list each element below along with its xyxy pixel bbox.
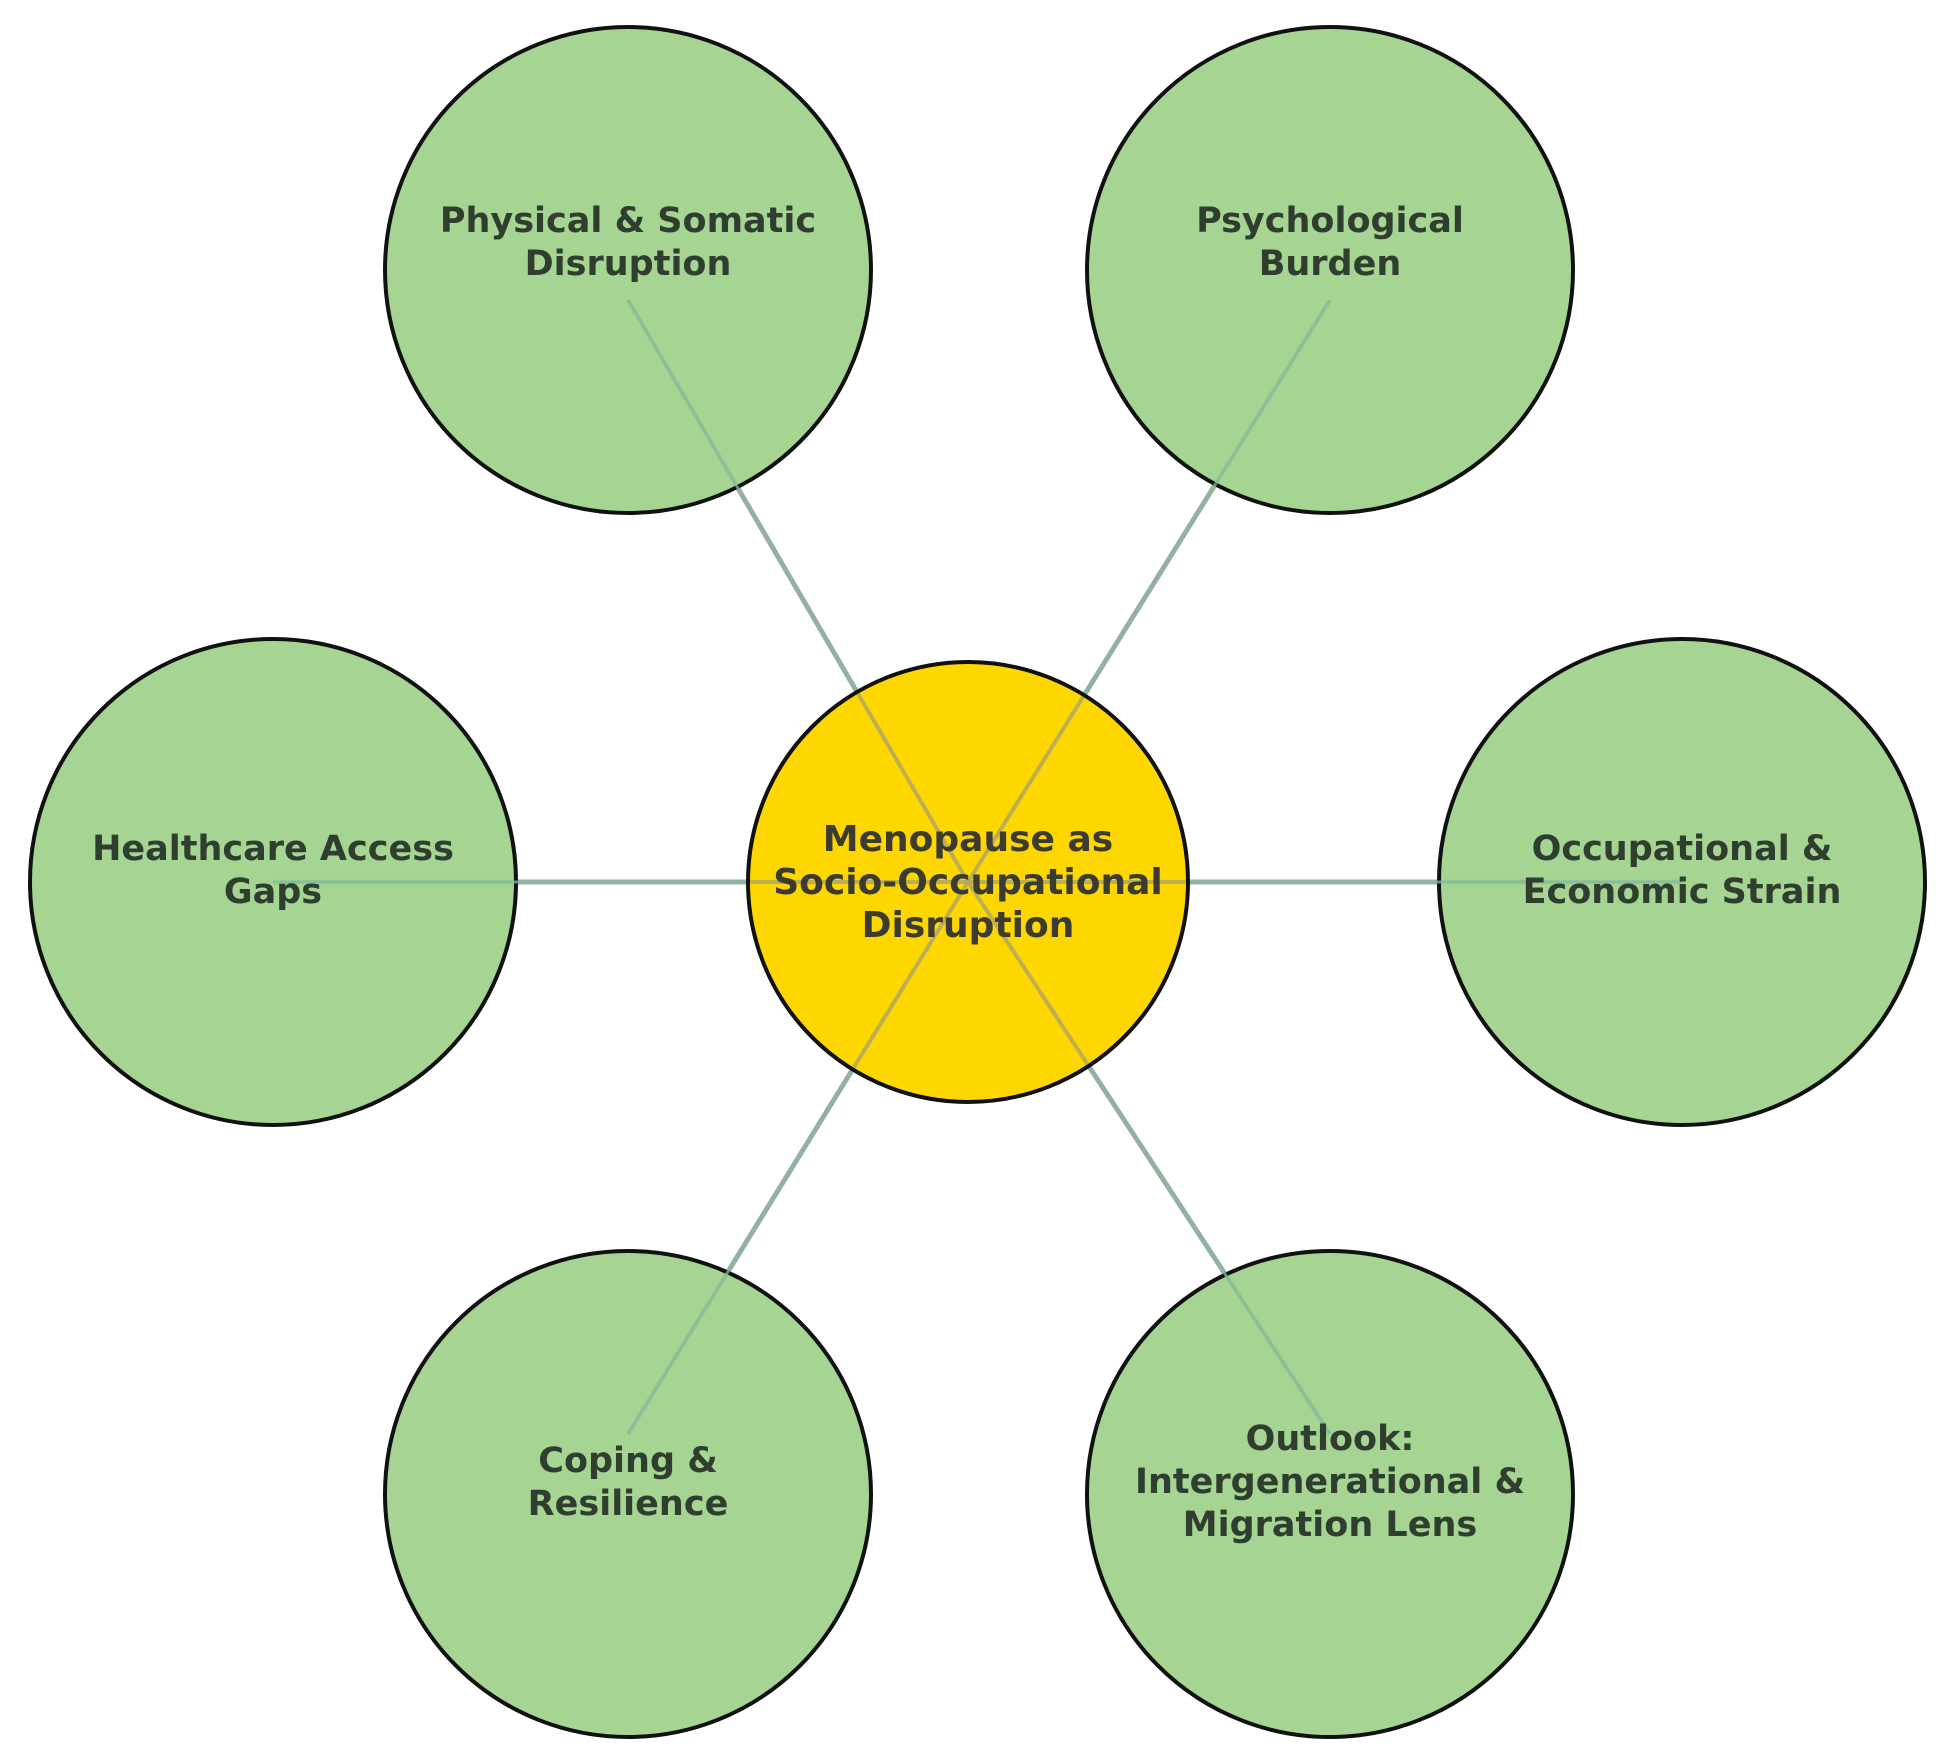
node-label-line: Migration Lens: [1183, 1505, 1477, 1545]
node-label-line: Economic Strain: [1523, 872, 1842, 912]
center-connector-physical: [750, 664, 970, 884]
center-connector-outlook: [966, 880, 1186, 1100]
node-circle-outlook: [1085, 1249, 1575, 1739]
node-label-line: Burden: [1259, 244, 1402, 284]
center-connector-coping: [750, 880, 970, 1100]
center-label-line: Disruption: [862, 905, 1075, 946]
node-label-line: Resilience: [528, 1484, 729, 1524]
node-label-occupational: Occupational &Economic Strain: [1523, 829, 1842, 912]
center-label-line: Menopause as: [823, 819, 1113, 860]
center-label-line: Socio-Occupational: [773, 862, 1163, 903]
node-label-line: Disruption: [525, 244, 732, 284]
node-label-line: Healthcare Access: [92, 829, 454, 869]
node-label-line: Outlook:: [1246, 1419, 1415, 1459]
node-label-coping: Coping &Resilience: [528, 1441, 729, 1524]
node-label-line: Occupational &: [1532, 829, 1833, 869]
node-label-line: Gaps: [224, 872, 322, 912]
node-label-line: Psychological: [1196, 201, 1464, 241]
node-circle-coping: [383, 1249, 873, 1739]
center-connector-psychological: [966, 664, 1186, 884]
outer-nodes: [28, 25, 1927, 1739]
node-label-line: Intergenerational &: [1135, 1462, 1525, 1502]
node-label-line: Coping &: [538, 1441, 717, 1481]
node-circle-psychological: [1085, 25, 1575, 515]
node-label-outlook: Outlook:Intergenerational &Migration Len…: [1135, 1419, 1525, 1545]
node-label-line: Physical & Somatic: [440, 201, 816, 241]
node-circle-physical: [383, 25, 873, 515]
